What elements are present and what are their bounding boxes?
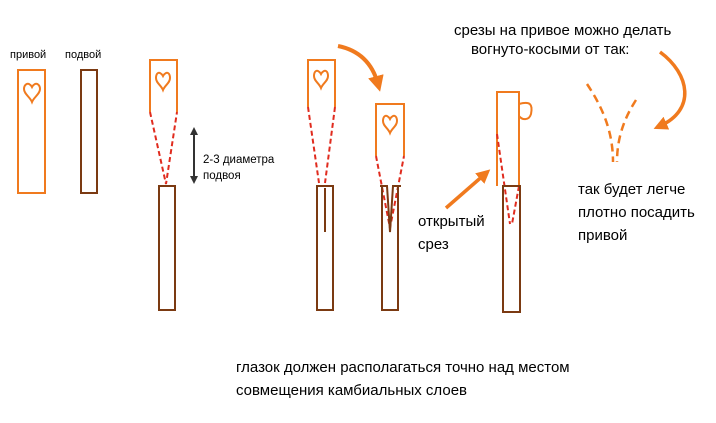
- easier-fit-label-line-2: плотно посадить: [578, 204, 695, 221]
- easier-fit-label-line-3: привой: [578, 227, 628, 244]
- scion-stick: [17, 69, 46, 194]
- rootstock-stick: [80, 69, 98, 194]
- scion-outline: [307, 59, 336, 107]
- concave-cut-label-line-2: вогнуто-косыми от так:: [471, 41, 630, 58]
- wedge-cut-line: [307, 106, 336, 184]
- rootstock-split: [381, 186, 399, 311]
- rootstock-stick: [158, 185, 176, 311]
- rootstock-stick: [316, 185, 334, 311]
- bud-note-line-2: совмещения камбиальных слоев: [236, 382, 467, 399]
- wedge-cut-line: [149, 111, 178, 185]
- scion-outline: [496, 91, 520, 186]
- step-2: [149, 59, 198, 311]
- heart-icon: [22, 82, 42, 105]
- open-cut-label-line-1: открытый: [418, 213, 485, 230]
- bud-icon: [518, 101, 533, 121]
- concave-cut-illustration: [585, 50, 687, 163]
- scion-outline: [375, 103, 405, 156]
- rootstock-label: подвой: [65, 49, 102, 61]
- measure-label-line-2: подвоя: [203, 170, 241, 182]
- concave-cut-left: [585, 83, 615, 163]
- measure-label-line-1: 2-3 диаметра: [203, 154, 275, 166]
- step-4: [444, 91, 533, 313]
- step-1: [17, 69, 98, 194]
- concave-cut-label-line-1: срезы на привое можно делать: [454, 22, 672, 39]
- heart-icon: [381, 114, 399, 136]
- cut-line: [496, 133, 511, 225]
- rootstock-stick: [502, 185, 521, 313]
- arrow-icon: [337, 44, 384, 92]
- step-3: [307, 44, 405, 311]
- open-cut-label-line-2: срез: [418, 236, 449, 253]
- split-wedge: [380, 185, 401, 233]
- heart-icon: [312, 69, 330, 91]
- cut-line: [511, 185, 520, 225]
- arrow-icon: [444, 169, 491, 210]
- scion-outline: [149, 59, 178, 112]
- bud-note-line-1: глазок должен располагаться точно над ме…: [236, 359, 570, 376]
- scion-label: привой: [10, 49, 47, 61]
- arrow-icon: [653, 50, 687, 130]
- concave-cut-right: [615, 99, 638, 163]
- easier-fit-label-line-1: так будет легче: [578, 181, 686, 198]
- heart-icon: [154, 71, 172, 93]
